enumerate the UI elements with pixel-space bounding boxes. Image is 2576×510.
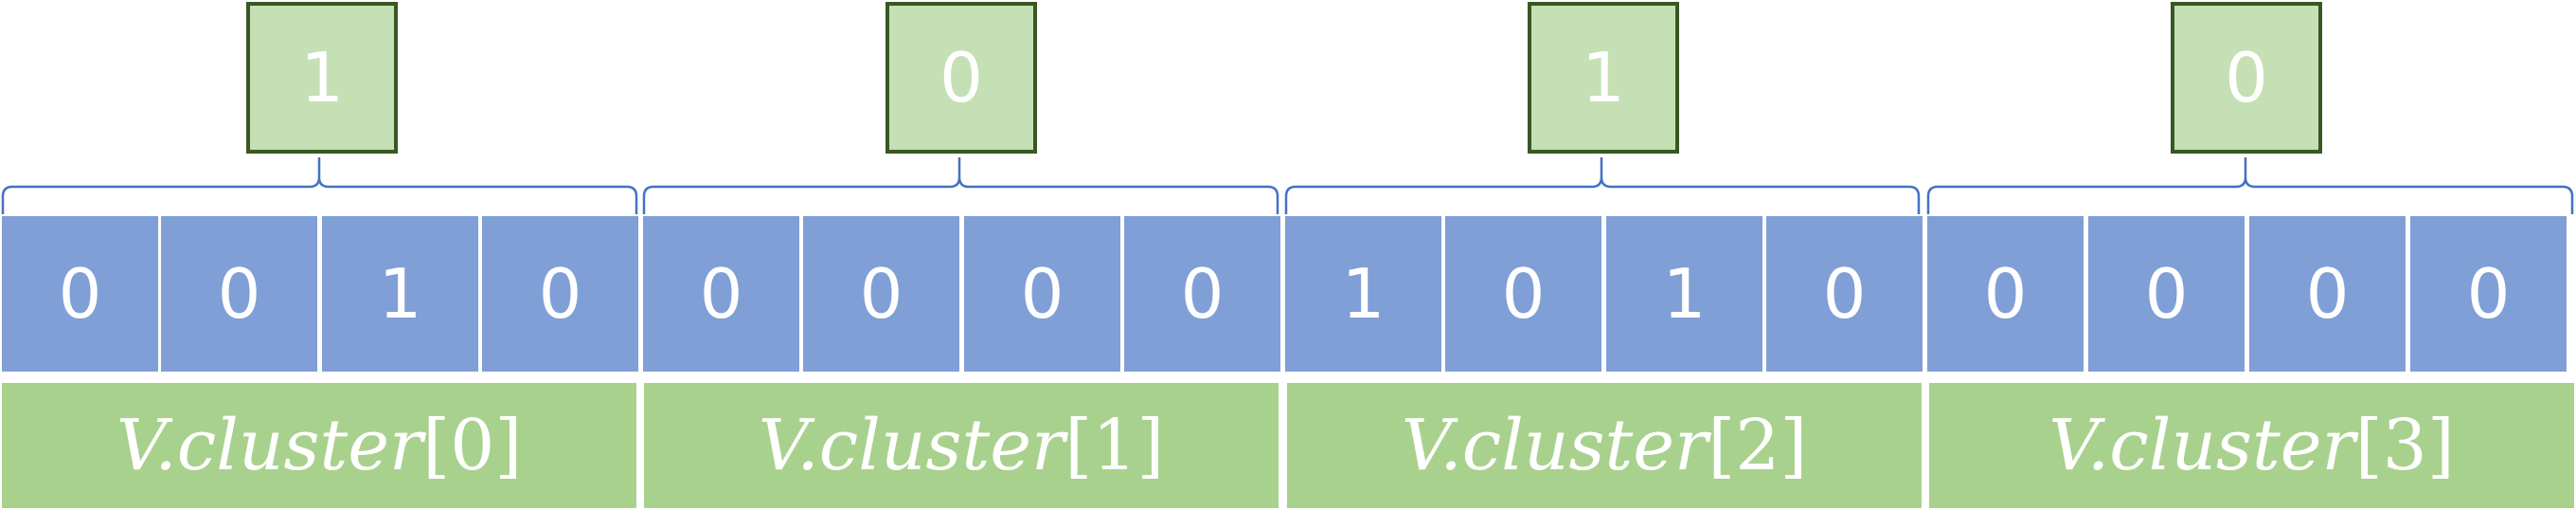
bit-cell-7: 0 xyxy=(1124,216,1280,372)
bit-cell-13: 0 xyxy=(2088,216,2245,372)
cluster-index: [2] xyxy=(1708,405,1808,486)
brace-cluster-2 xyxy=(1284,157,1921,214)
bit-cell-3: 0 xyxy=(482,216,638,372)
bit-cell-6: 0 xyxy=(964,216,1120,372)
cluster-name: V.cluster xyxy=(1401,405,1708,486)
bit-cell-5: 0 xyxy=(803,216,959,372)
cluster-label-0: V.cluster[0] xyxy=(2,383,636,508)
summary-bit-2: 1 xyxy=(1528,2,1679,154)
bit-cell-12: 0 xyxy=(1927,216,2084,372)
bit-cell-10: 1 xyxy=(1606,216,1762,372)
cluster-index: [0] xyxy=(422,405,523,486)
bit-cell-0: 0 xyxy=(2,216,158,372)
bit-cell-8: 1 xyxy=(1285,216,1441,372)
summary-bit-1: 0 xyxy=(886,2,1037,154)
bit-cell-15: 0 xyxy=(2410,216,2567,372)
bit-cell-11: 0 xyxy=(1766,216,1923,372)
brace-cluster-3 xyxy=(1926,157,2574,214)
bit-cell-14: 0 xyxy=(2249,216,2406,372)
summary-bit-3: 0 xyxy=(2171,2,2322,154)
bit-cell-9: 0 xyxy=(1445,216,1601,372)
bit-cell-4: 0 xyxy=(643,216,799,372)
cluster-name: V.cluster xyxy=(758,405,1065,486)
cluster-label-1: V.cluster[1] xyxy=(644,383,1279,508)
cluster-index: [1] xyxy=(1064,405,1165,486)
bit-cell-1: 0 xyxy=(161,216,317,372)
cluster-name: V.cluster xyxy=(2048,405,2355,486)
cluster-name: V.cluster xyxy=(116,405,423,486)
cluster-index: [3] xyxy=(2354,405,2455,486)
cluster-label-2: V.cluster[2] xyxy=(1287,383,1922,508)
brace-cluster-0 xyxy=(1,157,638,214)
summary-bit-0: 1 xyxy=(246,2,398,154)
cluster-label-3: V.cluster[3] xyxy=(1929,383,2574,508)
bit-cell-2: 1 xyxy=(322,216,478,372)
brace-cluster-1 xyxy=(642,157,1279,214)
